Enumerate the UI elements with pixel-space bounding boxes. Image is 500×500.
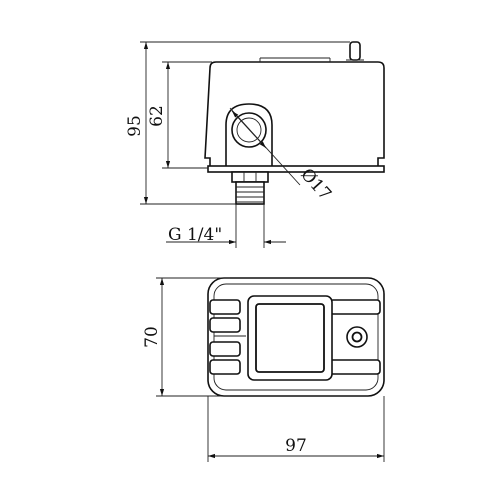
dim-label-95: 95 [125, 115, 145, 137]
front-body-inner [213, 283, 379, 391]
left-grip-ribs [209, 299, 246, 375]
dim-label-62: 62 [147, 105, 167, 127]
threaded-connector [235, 181, 265, 205]
dim-label-70: 70 [142, 326, 162, 348]
dim-label-thread: G 1/4" [168, 225, 222, 245]
side-view: 95 62 Ø17 G 1/4" [125, 41, 385, 248]
bottom-flange [207, 165, 385, 173]
top-knob [349, 41, 361, 61]
dim-label-97: 97 [285, 436, 307, 456]
display-window-frame [247, 295, 333, 381]
front-view: 70 97 [142, 277, 385, 462]
adjust-button-inner [351, 331, 363, 343]
display-window [255, 303, 325, 373]
diameter-leader-arrow [231, 110, 267, 149]
hex-nut [231, 171, 269, 183]
adjust-button-outer [346, 326, 368, 348]
